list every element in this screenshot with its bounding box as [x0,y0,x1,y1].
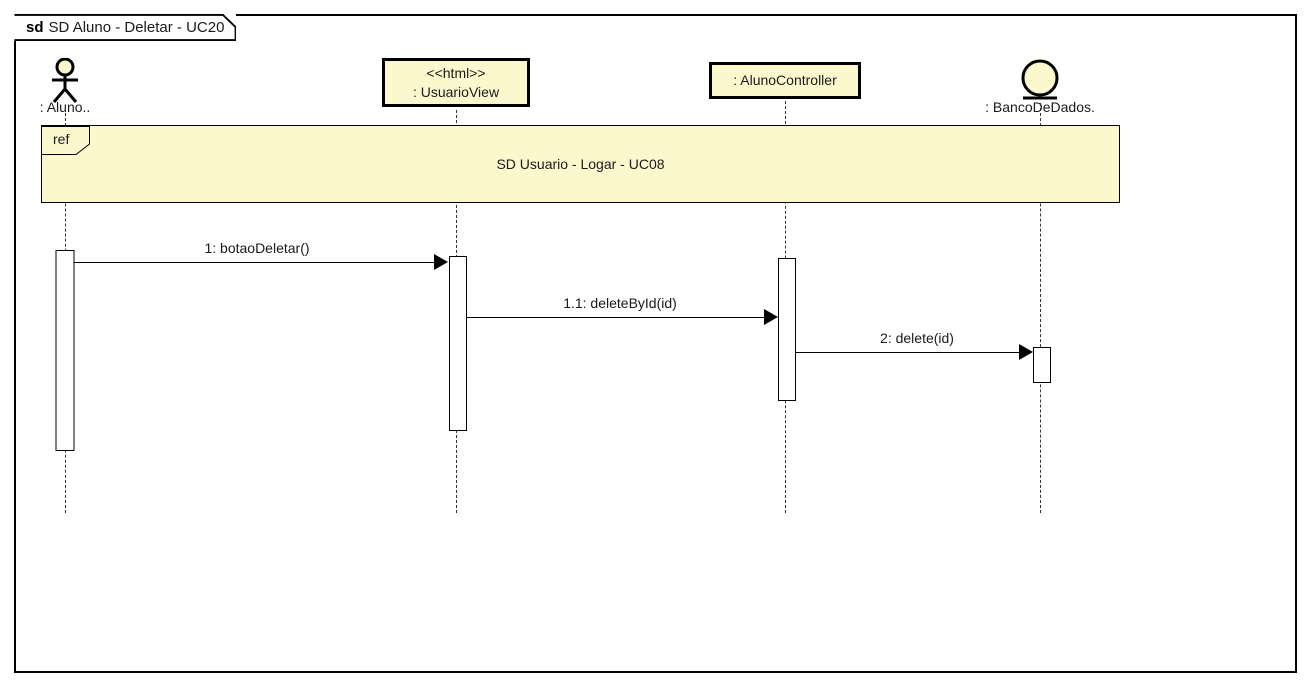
participant-label-aluno: : Aluno.. [39,99,91,115]
message-label-2: 2: delete(id) [880,330,954,346]
sd-frame-title-tab: sd SD Aluno - Deletar - UC20 [14,14,237,41]
sd-frame-title: SD Aluno - Deletar - UC20 [48,19,225,36]
message-arrowhead-2 [1019,344,1033,360]
activation-bar-bancodedados [1033,347,1051,383]
participant-name-usuarioview: : UsuarioView [412,83,500,100]
participant-stereotype-usuarioview: <<html>> [426,64,486,81]
lifeline-bancodedados [1040,103,1041,513]
message-arrowhead-1-1 [764,309,778,325]
ref-fragment[interactable]: SD Usuario - Logar - UC08 ref [41,125,1120,203]
activation-bar-usuarioview [449,256,467,431]
ref-fragment-body-text: SD Usuario - Logar - UC08 [496,156,665,172]
actor-icon [45,58,85,104]
message-label-1-1: 1.1: deleteById(id) [563,295,677,311]
message-arrowhead-1 [434,254,448,270]
sd-keyword: sd [26,19,44,36]
message-label-1: 1: botaoDeletar() [204,240,310,256]
message-arrow-1-1 [467,317,772,318]
participant-name-alunocontroller: : AlunoController [733,72,837,89]
sd-frame [14,14,1297,673]
participant-box-alunocontroller[interactable]: : AlunoController [709,62,861,99]
database-entity-icon [1016,58,1064,102]
activation-bar-alunocontroller [778,258,796,401]
activation-bar-aluno [55,250,75,451]
message-arrow-1 [74,262,436,263]
message-arrow-2 [796,352,1027,353]
ref-fragment-operator: ref [53,131,70,147]
participant-box-usuarioview[interactable]: <<html>> : UsuarioView [382,58,530,107]
